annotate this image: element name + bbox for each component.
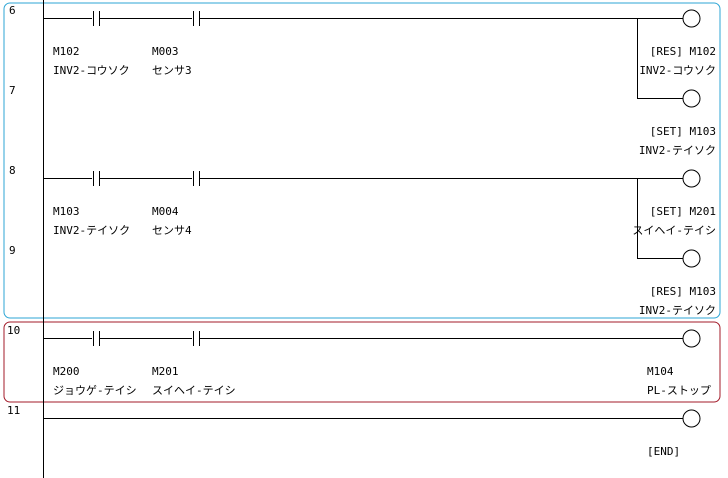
rung-number[interactable]: 11 — [7, 404, 20, 417]
rung-8[interactable]: M103 INV2-テイソク M004 センサ4 [SET] M201 スイヘイ… — [44, 169, 716, 317]
coil-symbol[interactable] — [682, 169, 701, 188]
rung-number[interactable]: 8 — [9, 164, 16, 177]
contact-comment: スイヘイ-テイシ — [152, 384, 236, 397]
end-instruction: [END] — [647, 445, 680, 458]
coil-symbol[interactable] — [682, 409, 701, 428]
rung-number[interactable]: 9 — [9, 244, 16, 257]
coil-comment: INV2-コウソク — [639, 64, 716, 77]
contact-device: M200 — [53, 365, 80, 378]
contact-comment: INV2-コウソク — [53, 64, 130, 77]
coil-device: [SET] M103 — [650, 125, 716, 138]
rung-11[interactable]: [END] — [44, 409, 701, 458]
rung-number[interactable]: 10 — [7, 324, 20, 337]
coil-symbol[interactable] — [682, 89, 701, 108]
rung-number[interactable]: 6 — [9, 4, 16, 17]
coil-device: M104 — [647, 365, 674, 378]
selection-frame-blue — [3, 2, 721, 319]
coil-symbol[interactable] — [682, 249, 701, 268]
coil-device: [RES] M102 — [650, 45, 716, 58]
selection-frame-red — [3, 321, 721, 403]
coil-device: [RES] M103 — [650, 285, 716, 298]
contact-device: M103 — [53, 205, 80, 218]
coil-comment: PL-ストップ — [647, 384, 711, 397]
contact-comment: センサ3 — [152, 64, 192, 77]
contact-device: M201 — [152, 365, 179, 378]
coil-device: [SET] M201 — [650, 205, 716, 218]
coil-symbol[interactable] — [682, 9, 701, 28]
contact-device: M004 — [152, 205, 179, 218]
rung-6[interactable]: M102 INV2-コウソク M003 センサ3 [RES] M102 INV2… — [44, 9, 716, 157]
contact-comment: ジョウゲ-テイシ — [53, 384, 137, 397]
rung-10[interactable]: M200 ジョウゲ-テイシ M201 スイヘイ-テイシ M104 PL-ストップ — [44, 329, 711, 397]
rung-number[interactable]: 7 — [9, 84, 16, 97]
contact-device: M003 — [152, 45, 179, 58]
coil-comment: INV2-テイソク — [639, 144, 716, 157]
contact-comment: センサ4 — [152, 224, 192, 237]
coil-comment: スイヘイ-テイシ — [632, 224, 716, 237]
coil-comment: INV2-テイソク — [639, 304, 716, 317]
coil-symbol[interactable] — [682, 329, 701, 348]
contact-comment: INV2-テイソク — [53, 224, 130, 237]
contact-device: M102 — [53, 45, 80, 58]
